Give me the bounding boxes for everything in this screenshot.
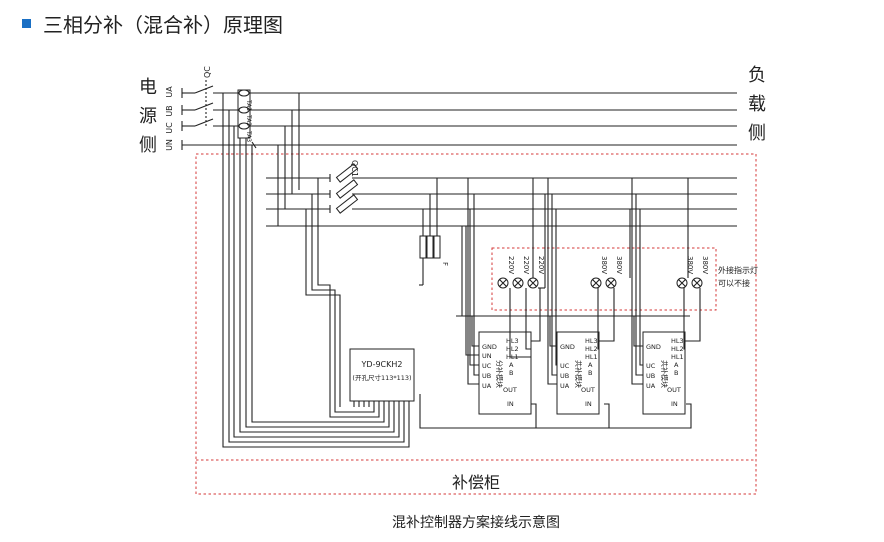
module-3-pin-hl2: HL2 bbox=[671, 345, 684, 353]
source-terminals bbox=[181, 88, 737, 150]
main-breaker-qc bbox=[194, 80, 737, 127]
module-1-pin-gnd: GND bbox=[482, 343, 497, 351]
controller-yd-9ckh2 bbox=[349, 348, 415, 402]
capacitor-breaker-qc1 bbox=[329, 163, 359, 214]
lamp-voltage-2: 220V bbox=[522, 256, 530, 274]
lamp-group-1 bbox=[497, 277, 539, 289]
controller-cutout: (开孔尺寸113*113) bbox=[352, 373, 411, 382]
heading-bullet-icon bbox=[22, 18, 31, 28]
controller-terminals bbox=[353, 401, 410, 407]
fuse-label: F bbox=[441, 262, 449, 266]
module-2-pin-hl2: HL2 bbox=[585, 345, 598, 353]
module-3-pin-hl1: HL1 bbox=[671, 353, 684, 361]
module-3-name: 共补模块 bbox=[660, 360, 669, 388]
load-side-char-2: 载 bbox=[748, 94, 766, 115]
main-breaker-label: QC bbox=[203, 66, 212, 78]
lamp-voltage-7: 380V bbox=[701, 256, 709, 274]
module-1-pin-ua: UA bbox=[482, 382, 492, 390]
phase-label-un: UN bbox=[165, 139, 174, 151]
diagram-caption: 混补控制器方案接线示意图 bbox=[392, 514, 560, 531]
module-1-pin-a: A bbox=[509, 361, 514, 369]
capacitor-breaker-label: QC1 bbox=[350, 160, 359, 177]
module-1-pin-uc: UC bbox=[482, 362, 492, 370]
module-2-pin-gnd: GND bbox=[560, 343, 575, 351]
indicator-note-line-1: 外接指示灯 bbox=[718, 265, 758, 275]
load-side-char-3: 侧 bbox=[748, 123, 766, 144]
module-3-pin-b: B bbox=[674, 369, 678, 377]
lamp-voltage-3: 220V bbox=[537, 256, 545, 274]
module-3-pin-in: IN bbox=[671, 400, 678, 408]
load-side-char-1: 负 bbox=[748, 65, 766, 86]
source-side-char-3: 侧 bbox=[139, 135, 157, 156]
module-input-wires bbox=[465, 178, 643, 385]
fuse-group bbox=[419, 178, 441, 286]
module-2-pin-hl3: HL3 bbox=[585, 337, 598, 345]
cabinet-label: 补偿柜 bbox=[452, 473, 500, 492]
module-2-pin-in: IN bbox=[585, 400, 592, 408]
module-2-common bbox=[556, 331, 600, 415]
lamp-voltage-1: 220V bbox=[507, 256, 515, 274]
control-bus bbox=[419, 394, 692, 429]
page-title: 三相分补（混合补）原理图 bbox=[43, 12, 283, 37]
current-transformers bbox=[237, 89, 257, 149]
module-3-pin-ua: UA bbox=[646, 382, 656, 390]
module-3-pin-ub: UB bbox=[646, 372, 655, 380]
phase-label-uc: UC bbox=[165, 122, 174, 134]
module-1-pin-ub: UB bbox=[482, 372, 491, 380]
lamp-group-3 bbox=[676, 277, 703, 289]
module-2-pin-a: A bbox=[588, 361, 593, 369]
indicator-lamp-box bbox=[491, 247, 717, 311]
controller-model: YD-9CKH2 bbox=[361, 360, 403, 369]
module-1-pin-out: OUT bbox=[503, 386, 517, 394]
module-lamp-wires bbox=[509, 288, 701, 358]
module-3-pin-a: A bbox=[674, 361, 679, 369]
module-2-name: 共补模块 bbox=[574, 360, 583, 388]
phase-label-ub: UB bbox=[165, 105, 174, 116]
lamp-voltage-4: 380V bbox=[600, 256, 608, 274]
lamp-voltage-6: 380V bbox=[686, 256, 694, 274]
module-1-pin-b: B bbox=[509, 369, 513, 377]
module-1-name: 分补模块 bbox=[495, 360, 504, 388]
lamp-voltage-5: 380V bbox=[615, 256, 623, 274]
neutral-line bbox=[456, 226, 690, 317]
module-2-pin-hl1: HL1 bbox=[585, 353, 598, 361]
indicator-note-line-2: 可以不接 bbox=[718, 278, 750, 288]
module-1-pin-in: IN bbox=[507, 400, 514, 408]
module-2-pin-out: OUT bbox=[581, 386, 595, 394]
source-side-char-2: 源 bbox=[139, 106, 157, 127]
compensation-cabinet-border bbox=[195, 153, 757, 495]
ct-label-ta3: TA3 bbox=[245, 130, 252, 142]
phase-label-ua: UA bbox=[165, 86, 174, 98]
module-1-pin-hl2: HL2 bbox=[506, 345, 519, 353]
module-3-common bbox=[642, 331, 686, 415]
ct-label-ta1: TA1 bbox=[245, 99, 252, 111]
bus-taps bbox=[277, 93, 300, 226]
module-3-pin-hl3: HL3 bbox=[671, 337, 684, 345]
module-3-pin-out: OUT bbox=[667, 386, 681, 394]
cabinet-busbars bbox=[266, 177, 737, 227]
module-1-split bbox=[478, 331, 532, 415]
ct-label-ta2: TA2 bbox=[245, 114, 252, 126]
module-2-pin-ub: UB bbox=[560, 372, 569, 380]
page-heading: 三相分补（混合补）原理图 bbox=[22, 8, 283, 38]
controller-signal-wires bbox=[222, 93, 410, 448]
module-3-pin-gnd: GND bbox=[646, 343, 661, 351]
lamp-group-2 bbox=[590, 277, 617, 289]
module-2-pin-ua: UA bbox=[560, 382, 570, 390]
module-3-pin-uc: UC bbox=[646, 362, 656, 370]
lamp-feed-wires bbox=[532, 178, 689, 289]
module-2-pin-b: B bbox=[588, 369, 592, 377]
module-1-pin-hl3: HL3 bbox=[506, 337, 519, 345]
module-1-pin-un: UN bbox=[482, 352, 492, 360]
module-2-pin-uc: UC bbox=[560, 362, 570, 370]
source-side-char-1: 电 bbox=[139, 77, 157, 98]
